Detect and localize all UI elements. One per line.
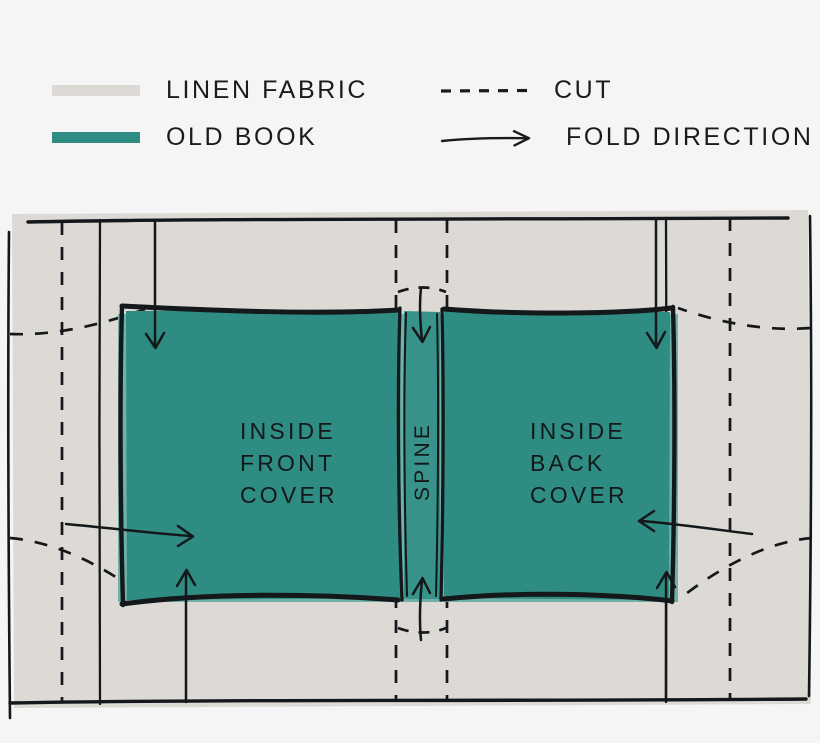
diagram-canvas: INSIDE FRONT COVER INSIDE BACK COVER SPI… (6, 210, 813, 720)
inside-back-cover-panel (444, 310, 670, 600)
fold-guide-left (98, 218, 102, 706)
book-outline (118, 303, 677, 608)
fold-arrow-left-side-right (64, 522, 195, 548)
inside-back-cover-line-3: COVER (530, 482, 628, 508)
inside-back-cover-line-2: BACK (530, 450, 605, 476)
inside-front-cover-line-3: COVER (240, 482, 338, 508)
cut-bridge-spine-top (397, 286, 447, 294)
legend-item-old-book: OLD BOOK (52, 125, 317, 150)
inside-front-cover-label: INSIDE FRONT COVER (240, 418, 338, 508)
spine-label-group: SPINE (411, 422, 434, 501)
inside-front-cover-line-1: INSIDE (240, 418, 336, 444)
fold-arrow-top-spine-down (411, 286, 432, 344)
inside-front-cover-line-2: FRONT (240, 450, 335, 476)
legend-item-fold-direction: FOLD DIRECTION (440, 125, 814, 150)
fold-arrow-top-right-down (645, 217, 667, 350)
arrow-right-icon (440, 129, 531, 147)
legend-label-linen-fabric: LINEN FABRIC (166, 76, 369, 104)
spine-label: SPINE (411, 422, 434, 501)
fold-arrow-right-side-left (637, 509, 754, 536)
fold-arrow-bottom-spine-up (411, 576, 432, 642)
fold-arrows (64, 217, 754, 704)
legend-label-cut: CUT (554, 76, 614, 104)
fold-arrow-top-left-down (144, 218, 166, 350)
old-book-swatch-icon (52, 132, 140, 143)
legend-label-old-book: OLD BOOK (166, 123, 318, 151)
fold-arrow-bottom-left-up (175, 568, 197, 704)
legend: LINEN FABRIC OLD BOOK CUT FOLD DIRECTION (0, 78, 820, 188)
fold-arrow-bottom-right-up (655, 570, 677, 702)
inside-back-cover-label: INSIDE BACK COVER (530, 418, 628, 508)
legend-label-fold-direction: FOLD DIRECTION (566, 123, 814, 151)
inside-back-cover-line-1: INSIDE (530, 418, 626, 444)
cut-bridge-spine-bottom (397, 626, 447, 634)
legend-item-cut: CUT (440, 78, 613, 103)
linen-fabric-swatch-icon (52, 85, 140, 96)
spine-cut-bridges (397, 286, 447, 634)
spine-panel (404, 311, 440, 599)
inside-front-cover-panel (126, 309, 401, 600)
book-cover-fold-diagram: INSIDE FRONT COVER INSIDE BACK COVER SPI… (0, 196, 820, 726)
fabric-outline (6, 214, 813, 720)
cut-line-bottom-right-diagonal (677, 536, 813, 602)
legend-item-linen-fabric: LINEN FABRIC (52, 78, 368, 103)
dashed-line-icon (440, 88, 528, 93)
